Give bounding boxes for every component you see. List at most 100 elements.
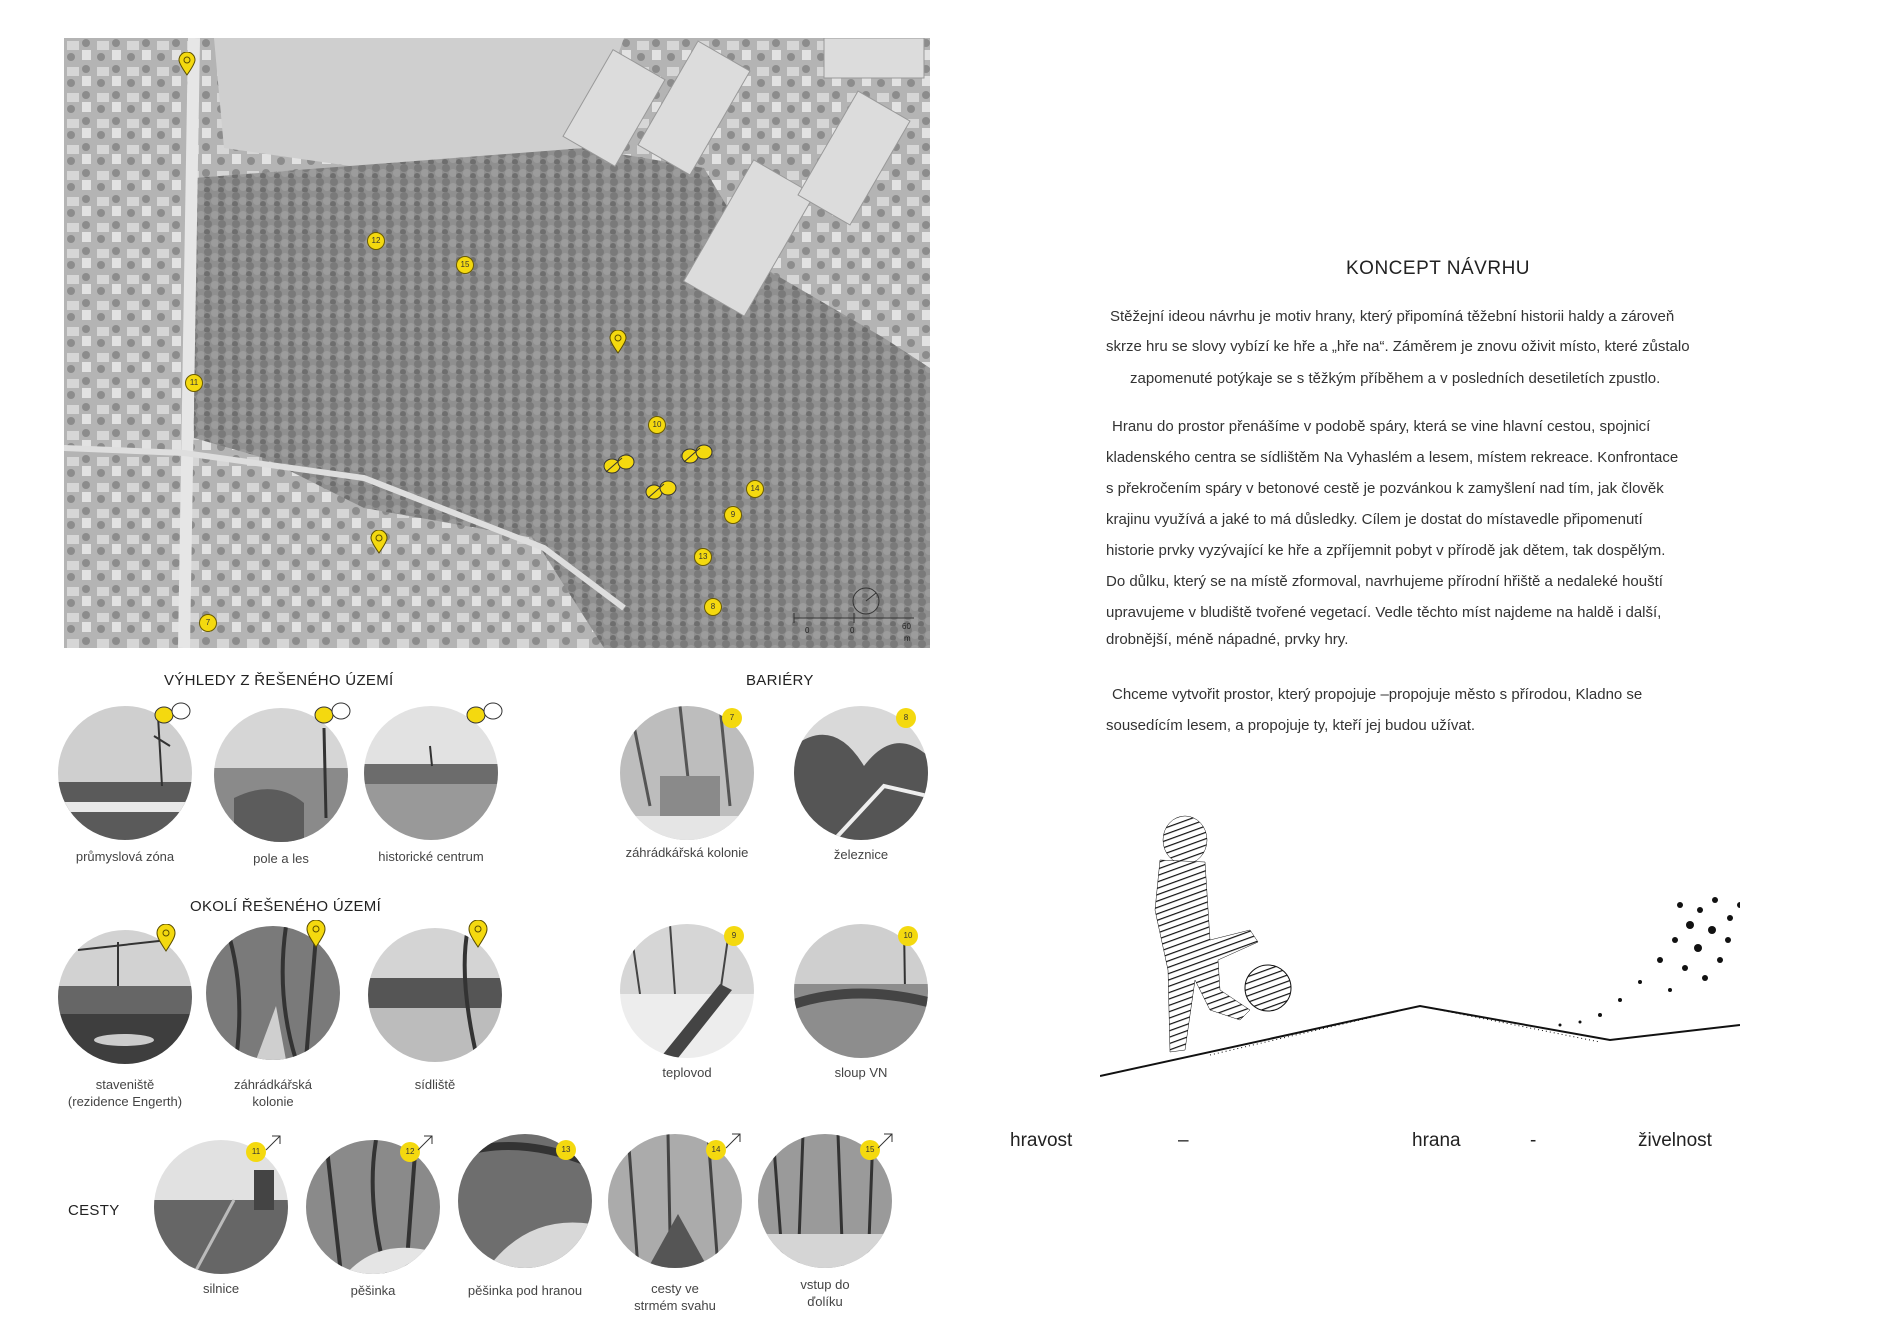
caption-field-and-forest: pole a les (253, 851, 309, 866)
badge-7: 7 (722, 708, 742, 728)
map-binoculars-icon[interactable] (602, 452, 636, 476)
pin-icon (468, 920, 488, 948)
map-marker-12[interactable]: 12 (367, 232, 385, 250)
scale-label: 60 (902, 622, 911, 631)
caption-line: pěšinka (350, 1283, 396, 1298)
map-marker-14[interactable]: 14 (746, 480, 764, 498)
caption-line: cesty ve (651, 1281, 699, 1296)
photo-field-and-forest[interactable] (214, 708, 348, 842)
caption-line: sídliště (414, 1077, 456, 1092)
caption-hollow-entrance: vstup do ďolíku (758, 1276, 892, 1310)
caption-line: staveniště (95, 1077, 155, 1092)
caption-allotment-gardens: záhrádkářská kolonie (625, 845, 749, 860)
caption-power-pole: sloup VN (834, 1065, 888, 1080)
concept-paragraph-1: Stěžejní ideou návrhu je motiv hrany, kt… (1100, 308, 1800, 398)
badge-14: 14 (706, 1140, 726, 1160)
map-marker-7[interactable]: 7 (199, 614, 217, 632)
binoculars-icon (154, 702, 191, 724)
para-line: skrze hru se slovy vybízí ke hře a „hře … (1106, 338, 1690, 355)
scale-label: 0 (850, 626, 855, 635)
keyword-wildness: živelnost (1638, 1130, 1712, 1151)
keyword-dash: - (1530, 1130, 1537, 1151)
photo-railway[interactable] (794, 706, 928, 840)
scale-unit: m (904, 634, 911, 643)
caption-line: ďolíku (807, 1294, 843, 1309)
barriers-heading: BARIÉRY (746, 672, 814, 689)
para-line: drobnější, méně nápadné, prvky hry. (1106, 631, 1349, 648)
caption-industrial-zone: průmyslová zóna (75, 849, 175, 864)
map-binoculars-icon[interactable] (644, 478, 678, 502)
map-pin-icon[interactable] (370, 530, 388, 554)
caption-road: silnice (154, 1280, 288, 1297)
concept-paragraph-3: Chceme vytvořit prostor, který propojuje… (1106, 686, 1806, 746)
caption-footpath-below-edge: pěšinka pod hranou (448, 1282, 602, 1299)
caption-line: vstup do (800, 1277, 850, 1292)
map-pin-icon[interactable] (609, 330, 627, 354)
caption-footpath: pěšinka (306, 1282, 440, 1299)
caption-heating-pipe: teplovod (662, 1065, 712, 1080)
arrow-ne-icon (725, 1133, 741, 1149)
caption-railway: železnice (833, 847, 889, 862)
binoculars-icon (314, 702, 351, 724)
concept-paragraph-2: Hranu do prostor přenášíme v podobě spár… (1106, 418, 1806, 658)
photo-footpath[interactable] (306, 1140, 440, 1274)
badge-11: 11 (246, 1142, 266, 1162)
badge-8: 8 (896, 708, 916, 728)
edge-line (1100, 1004, 1740, 1077)
para-line: krajinu využívá a jaké to má důsledky. C… (1106, 511, 1643, 528)
aerial-map: 10 11 12 13 14 15 7 8 9 0 0 60 m (64, 38, 930, 648)
photo-road[interactable] (154, 1140, 288, 1274)
keyword-edge: hrana (1412, 1130, 1461, 1151)
badge-10: 10 (898, 926, 918, 946)
aerial-map-image (64, 38, 930, 648)
badge-12: 12 (400, 1142, 420, 1162)
caption-steep-slope-paths: cesty ve strmém svahu (608, 1280, 742, 1314)
photo-historic-centre[interactable] (364, 706, 498, 840)
caption-line: záhrádkářská (233, 1077, 313, 1092)
map-marker-13[interactable]: 13 (694, 548, 712, 566)
caption-housing-estate: sídliště (368, 1076, 502, 1093)
caption-construction-site: staveniště (rezidence Engerth) (48, 1076, 202, 1110)
arrow-ne-icon (417, 1135, 433, 1151)
map-binoculars-icon[interactable] (680, 442, 714, 466)
caption-line: kolonie (252, 1094, 294, 1109)
caption-allotment-colony: záhrádkářská kolonie (196, 1076, 350, 1110)
concept-title: KONCEPT NÁVRHU (1346, 258, 1531, 279)
badge-9: 9 (724, 926, 744, 946)
para-line: upravujeme v bludiště tvořené vegetací. … (1106, 604, 1662, 621)
map-marker-11[interactable]: 11 (185, 374, 203, 392)
para-line: sousedícím lesem, a propojuje ty, kteří … (1106, 717, 1476, 734)
map-marker-10[interactable]: 10 (648, 416, 666, 434)
map-marker-8[interactable]: 8 (704, 598, 722, 616)
caption-historic-centre: historické centrum (378, 849, 484, 864)
para-line: Stěžejní ideou návrhu je motiv hrany, kt… (1110, 308, 1675, 325)
caption-line: strmém svahu (634, 1298, 716, 1313)
para-line: zapomenuté potýkaje se s těžkým příběhem… (1130, 370, 1661, 387)
photo-housing-estate[interactable] (368, 928, 502, 1062)
badge-13: 13 (556, 1140, 576, 1160)
para-line: Do důlku, který se na místě zformoval, n… (1106, 573, 1663, 590)
pin-icon (156, 924, 176, 952)
binoculars-icon (466, 702, 503, 724)
arrow-ne-icon (265, 1135, 281, 1151)
map-marker-15[interactable]: 15 (456, 256, 474, 274)
caption-line: pěšinka pod hranou (467, 1283, 583, 1298)
para-line: Hranu do prostor přenášíme v podobě spár… (1112, 418, 1651, 435)
child-figure (1154, 815, 1259, 1053)
keyword-dash: – (1178, 1130, 1189, 1151)
caption-line: (rezidence Engerth) (67, 1094, 183, 1109)
map-marker-9[interactable]: 9 (724, 506, 742, 524)
map-pin-icon[interactable] (178, 52, 196, 76)
para-line: s překročením spáry v betonové cestě je … (1106, 480, 1664, 497)
surroundings-heading: OKOLÍ ŘEŠENÉHO ÚZEMÍ (190, 898, 382, 915)
ball (1244, 964, 1292, 1012)
paths-heading: CESTY (68, 1202, 120, 1219)
wild-vegetation (1558, 897, 1740, 1027)
para-line: kladenského centra se sídlištěm Na Vyhas… (1106, 449, 1679, 466)
photo-industrial-zone[interactable] (58, 706, 192, 840)
arrow-ne-icon (877, 1133, 893, 1149)
caption-line: silnice (202, 1281, 240, 1296)
photo-hollow-entrance[interactable] (758, 1134, 892, 1268)
concept-illustration (1100, 815, 1740, 1077)
views-heading: VÝHLEDY Z ŘEŠENÉHO ÚZEMÍ (164, 672, 394, 689)
